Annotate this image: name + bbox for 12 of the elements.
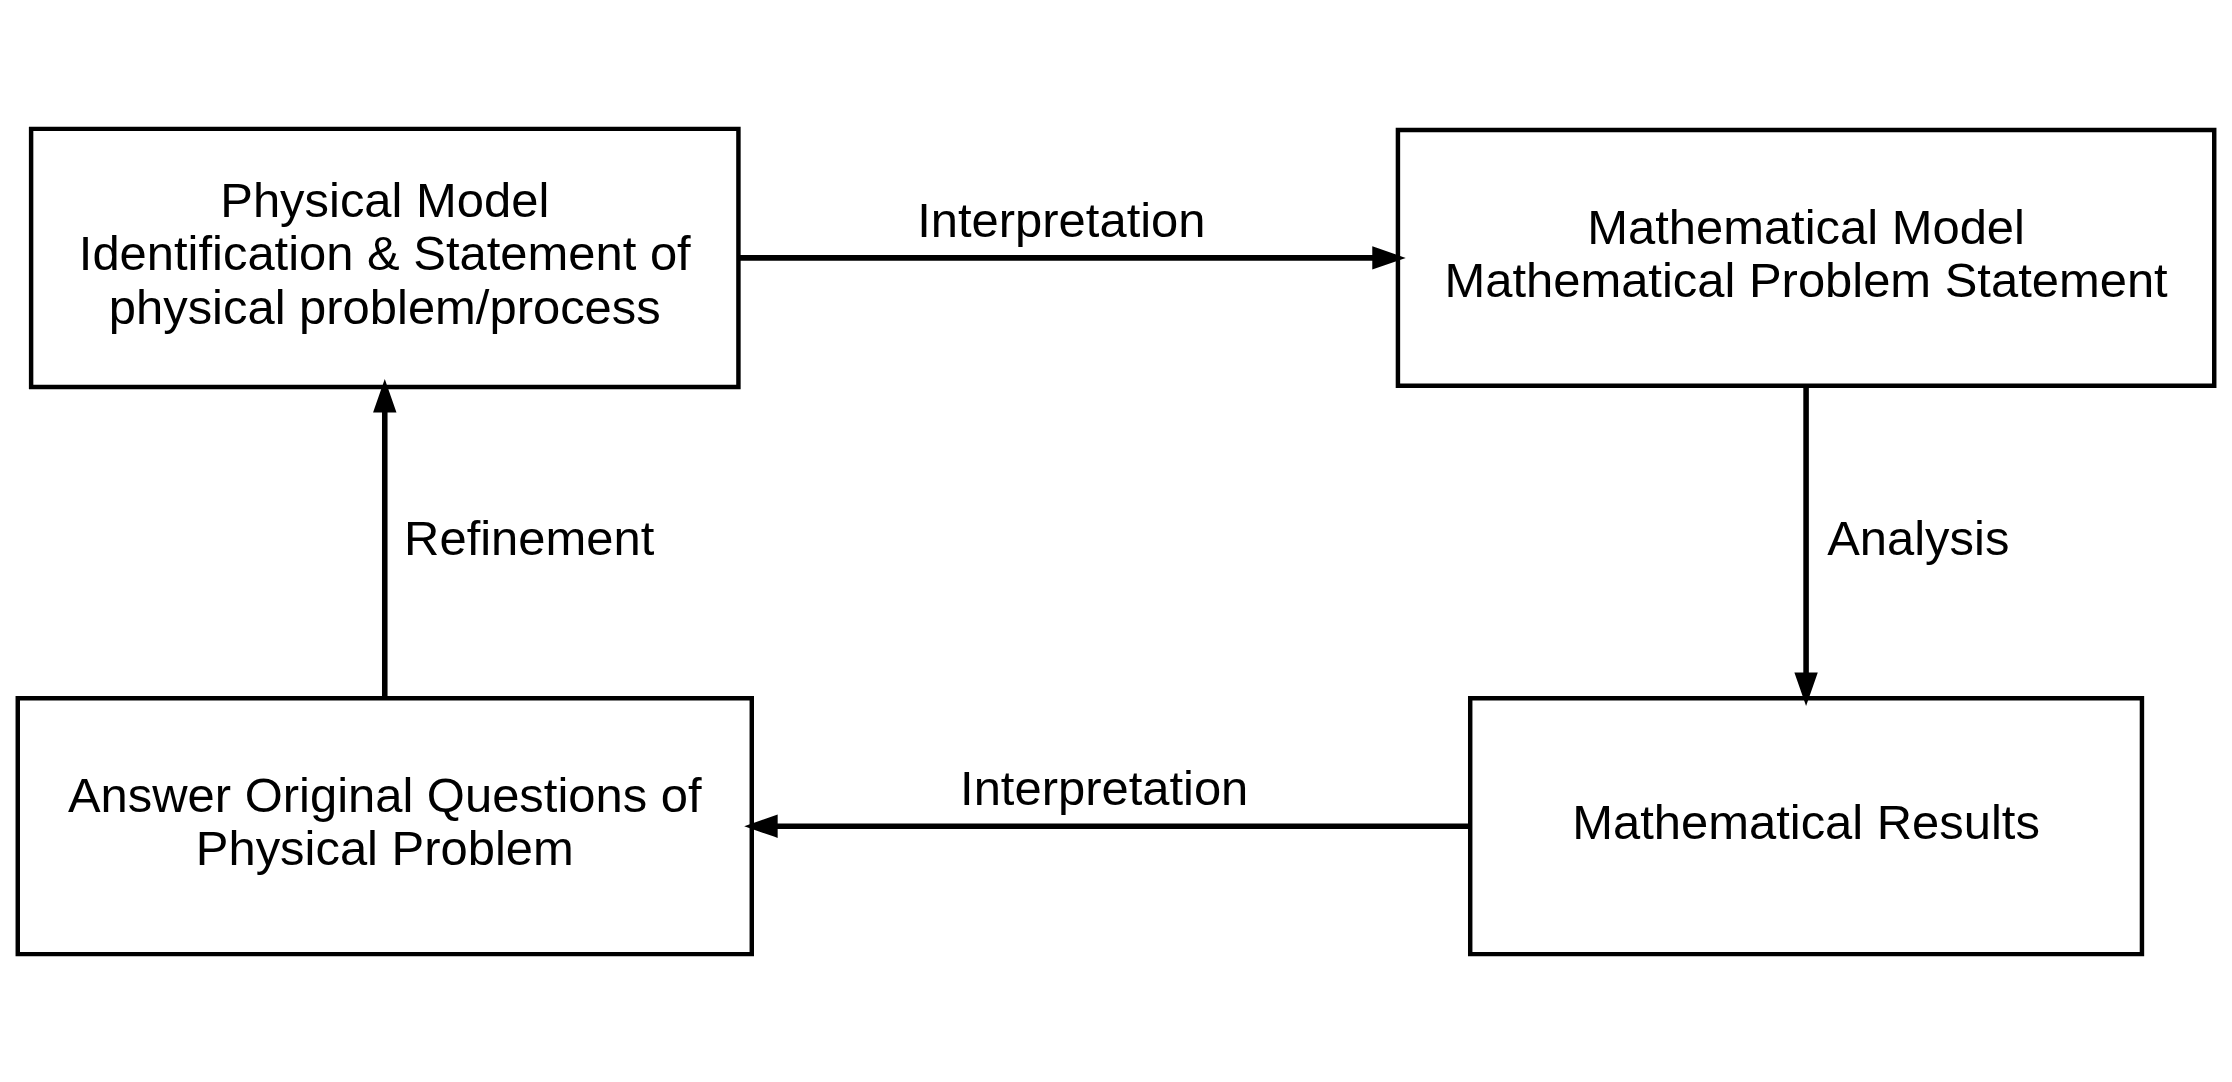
arrow: [1794, 385, 1818, 706]
node-box: Answer Original Questions of Physical Problem: [15, 695, 754, 956]
edge-label: Interpretation: [917, 192, 1206, 247]
node-box: Mathematical Model Mathematical Problem Statement: [1395, 127, 2217, 388]
node-box: Physical Model Identification & Statement of physical problem/process: [28, 126, 741, 389]
arrow: [373, 378, 397, 698]
edge-label: Analysis: [1827, 510, 2010, 565]
arrow: [738, 245, 1406, 270]
arrow: [744, 814, 1471, 838]
edge-label: Refinement: [404, 510, 655, 565]
edge-label: Interpretation: [960, 760, 1249, 815]
node-box: Mathematical Results: [1468, 695, 2145, 956]
